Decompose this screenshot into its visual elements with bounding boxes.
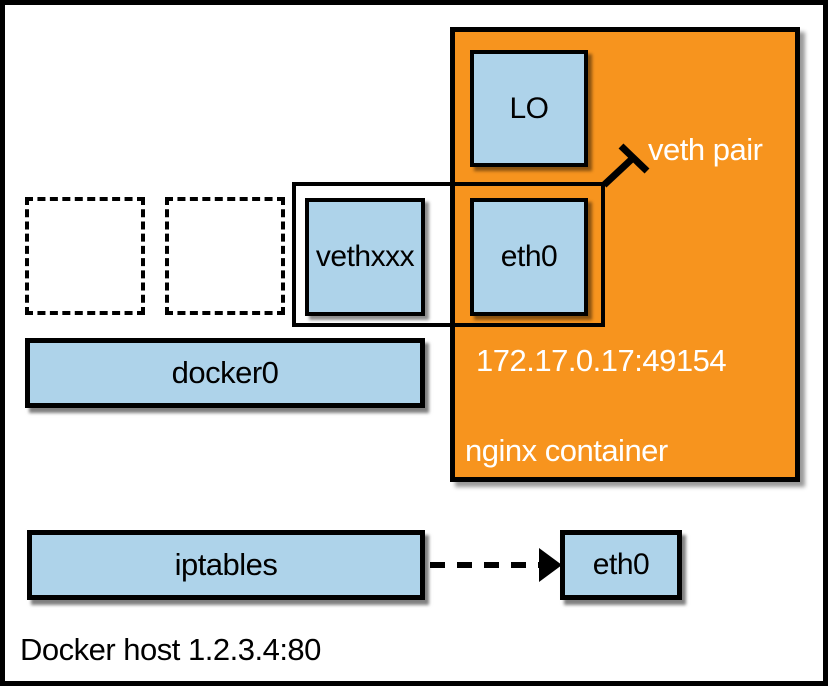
dashed-placeholder-box [25, 197, 145, 315]
nginx-container-label: nginx container [465, 433, 668, 468]
docker-host-label: Docker host 1.2.3.4:80 [20, 632, 321, 667]
docker0-bridge-bar: docker0 [25, 338, 425, 408]
host-eth0-label: eth0 [592, 548, 650, 581]
iptables-label: iptables [174, 547, 278, 582]
container-eth0-label: eth0 [500, 240, 558, 273]
docker0-label: docker0 [171, 355, 279, 390]
container-ip-label: 172.17.0.17:49154 [476, 343, 727, 378]
container-eth0-interface-box: eth0 [470, 198, 588, 316]
arrowhead-icon [539, 548, 562, 582]
iptables-bar: iptables [27, 530, 425, 600]
host-eth0-interface-box: eth0 [560, 530, 682, 600]
veth-pair-group-box [292, 182, 605, 327]
lo-label: LO [509, 91, 549, 125]
lo-interface-box: LO [470, 50, 588, 167]
veth-pair-label: veth pair [648, 132, 763, 167]
vethxxx-label: vethxxx [315, 240, 415, 273]
vethxxx-interface-box: vethxxx [305, 198, 425, 316]
dashed-placeholder-box [165, 197, 285, 315]
